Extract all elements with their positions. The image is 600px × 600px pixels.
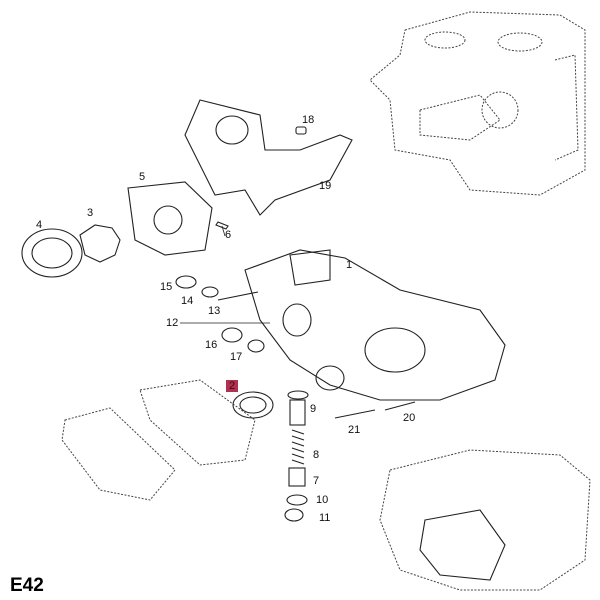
relief-valve-assembly xyxy=(284,390,309,522)
outer-rotor-4 xyxy=(21,228,83,278)
callout-19[interactable]: 19 xyxy=(319,180,332,192)
callout-11[interactable]: 11 xyxy=(319,512,331,524)
callout-4[interactable]: 4 xyxy=(36,219,43,231)
inner-rotor-3 xyxy=(79,224,121,263)
callout-18[interactable]: 18 xyxy=(302,114,315,126)
callout-14[interactable]: 14 xyxy=(181,295,194,307)
diagram-code: E42 xyxy=(10,575,44,596)
callout-16[interactable]: 16 xyxy=(205,339,218,351)
callout-5[interactable]: 5 xyxy=(139,171,146,183)
callout-12[interactable]: 12 xyxy=(166,317,179,329)
callout-20[interactable]: 20 xyxy=(403,412,416,424)
callout-21[interactable]: 21 xyxy=(348,424,361,436)
oil-seal-2 xyxy=(232,391,274,419)
callout-10[interactable]: 10 xyxy=(316,494,329,506)
callout-3[interactable]: 3 xyxy=(87,207,94,219)
engine-location-inset xyxy=(379,449,591,591)
callout-8[interactable]: 8 xyxy=(313,449,320,461)
callout-15[interactable]: 15 xyxy=(160,281,173,293)
callout-17[interactable]: 17 xyxy=(230,351,243,363)
callout-6[interactable]: 6 xyxy=(225,229,232,241)
callout-9[interactable]: 9 xyxy=(310,403,317,415)
engine-block-context xyxy=(369,11,586,196)
callout-13[interactable]: 13 xyxy=(208,305,221,317)
timing-cover-19 xyxy=(184,99,353,216)
gasket xyxy=(139,379,256,466)
pump-cover-5 xyxy=(127,181,213,256)
callout-2-highlighted[interactable]: 2 xyxy=(226,380,239,392)
oil-pump-housing-1 xyxy=(244,249,506,401)
callout-7[interactable]: 7 xyxy=(313,475,320,487)
callout-1[interactable]: 1 xyxy=(346,259,353,271)
